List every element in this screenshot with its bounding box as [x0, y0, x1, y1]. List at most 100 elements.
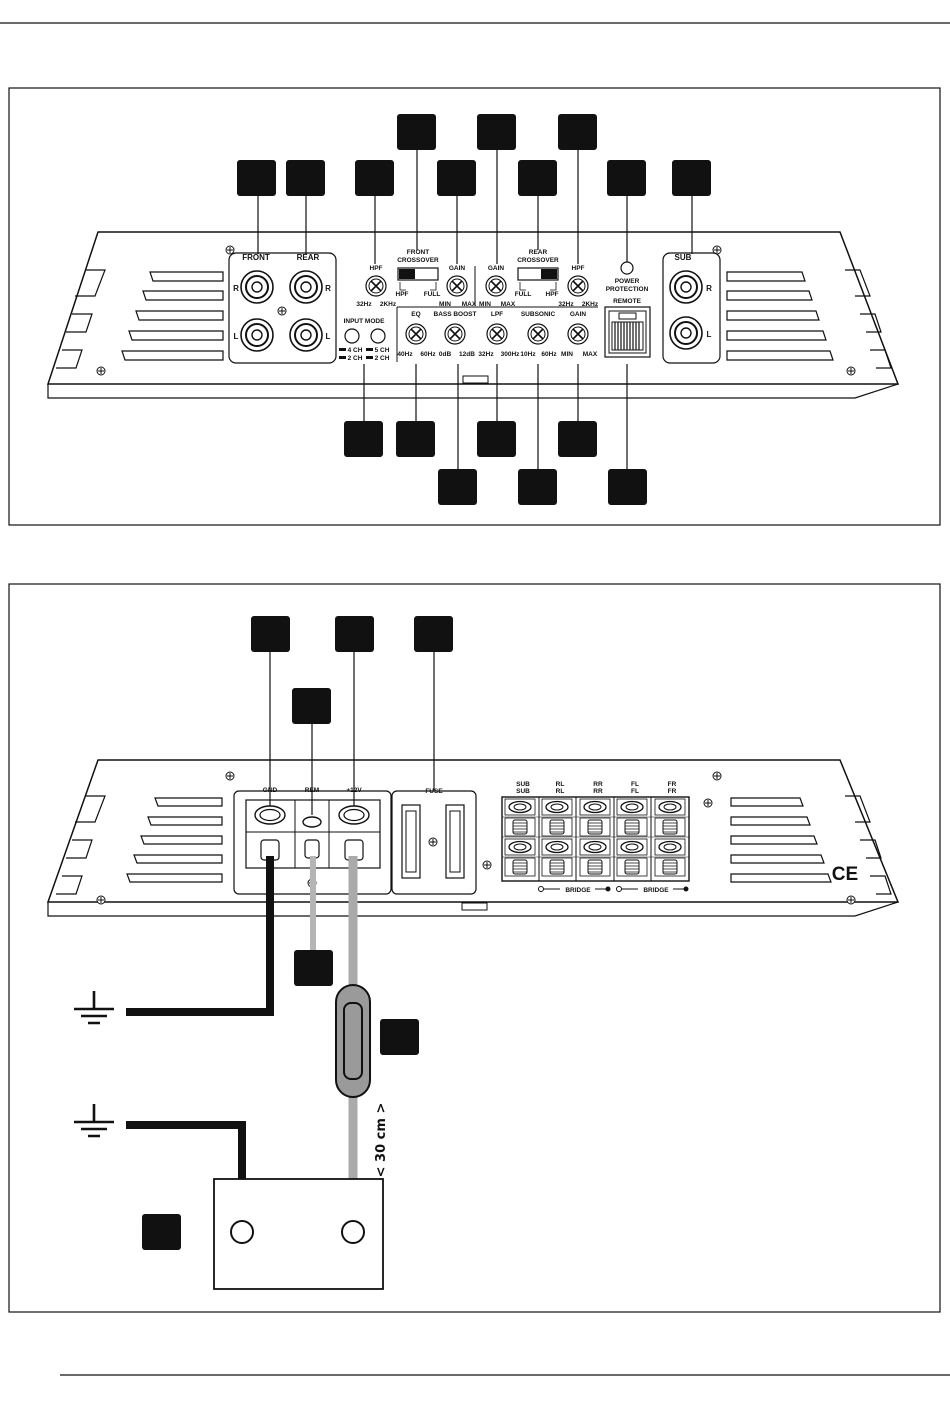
- callout-box: [437, 160, 476, 196]
- svg-text:HPF: HPF: [546, 291, 559, 298]
- svg-text:GAIN: GAIN: [449, 265, 466, 272]
- distance-label: < 30 cm >: [374, 1103, 389, 1178]
- speaker-column-fl[interactable]: FL FL: [616, 781, 648, 877]
- svg-text:2KHz: 2KHz: [582, 301, 599, 308]
- rca-front-l[interactable]: [240, 318, 274, 352]
- fuse-slot-left[interactable]: [401, 804, 421, 879]
- battery: [213, 1178, 384, 1290]
- svg-text:BRIDGE: BRIDGE: [565, 887, 591, 894]
- hpf-front-knob[interactable]: HPF 32Hz 2KHz: [356, 265, 396, 308]
- gain-rear-knob[interactable]: GAIN MIN MAX: [479, 265, 516, 308]
- callout-box: [251, 616, 290, 652]
- callout-box: [518, 469, 557, 505]
- svg-text:SUB: SUB: [516, 788, 530, 795]
- callout-box: [672, 160, 711, 196]
- svg-text:300Hz: 300Hz: [501, 351, 521, 358]
- callout-box: [142, 1214, 181, 1250]
- panel-2-frame: [8, 583, 941, 1313]
- speaker-column-fr[interactable]: FR FR: [654, 781, 686, 877]
- remote-port[interactable]: REMOTE: [604, 298, 651, 358]
- front-l-label: L: [234, 332, 239, 341]
- speaker-column-rr[interactable]: RR RR: [579, 781, 611, 877]
- callout-box: [438, 469, 477, 505]
- callout-box: [355, 160, 394, 196]
- callout-box: [607, 160, 646, 196]
- callout-box: [292, 688, 331, 724]
- callout-box: [335, 616, 374, 652]
- subsonic-knob[interactable]: SUBSONIC 10Hz 60Hz: [520, 311, 557, 358]
- speaker-column-sub[interactable]: SUB SUB: [504, 781, 536, 877]
- front-label: FRONT: [242, 253, 270, 262]
- callout-box: [477, 421, 516, 457]
- eq-knob[interactable]: EQ 40Hz 60Hz: [397, 311, 436, 358]
- svg-text:REMOTE: REMOTE: [613, 298, 641, 305]
- svg-text:RR: RR: [593, 788, 603, 795]
- rca-rear-r[interactable]: [289, 270, 323, 304]
- svg-text:PROTECTION: PROTECTION: [606, 286, 649, 293]
- callout-box: [237, 160, 276, 196]
- svg-text:POWER: POWER: [615, 278, 640, 285]
- svg-text:32Hz: 32Hz: [356, 301, 372, 308]
- svg-text:32Hz: 32Hz: [558, 301, 574, 308]
- gain-front-knob[interactable]: GAIN MIN MAX: [439, 265, 477, 308]
- svg-text:60Hz: 60Hz: [541, 351, 557, 358]
- gain-sub-knob[interactable]: GAIN MIN MAX: [561, 311, 598, 358]
- callout-box: [414, 616, 453, 652]
- callout-box: [608, 469, 647, 505]
- rear-crossover-switch[interactable]: REAR CROSSOVER FULL HPF: [515, 249, 559, 298]
- svg-text:LPF: LPF: [491, 311, 503, 318]
- speaker-column-rl[interactable]: RL RL: [541, 781, 573, 877]
- bridge-indicator-1: BRIDGE: [538, 886, 611, 894]
- callout-box: [380, 1019, 419, 1055]
- fuse-slot-right[interactable]: [445, 804, 465, 879]
- svg-text:SUBSONIC: SUBSONIC: [521, 311, 556, 318]
- callout-box: [344, 421, 383, 457]
- svg-text:2 CH: 2 CH: [348, 355, 363, 362]
- svg-text:CROSSOVER: CROSSOVER: [397, 257, 439, 264]
- rca-rear-l[interactable]: [289, 318, 323, 352]
- svg-text:FR: FR: [668, 781, 677, 788]
- svg-text:BASS BOOST: BASS BOOST: [434, 311, 477, 318]
- front-r-label: R: [233, 284, 239, 293]
- ce-mark: CE: [832, 864, 858, 885]
- svg-text:5 CH: 5 CH: [375, 347, 390, 354]
- rem-terminal[interactable]: [302, 816, 322, 859]
- speaker-terminal-block: SUB SUB RL RL RR RR FL FL: [501, 781, 690, 894]
- sub-l-label: L: [707, 330, 712, 339]
- rca-sub-l[interactable]: [669, 316, 703, 350]
- ground-wire: [126, 856, 274, 1016]
- rear-label: REAR: [297, 253, 320, 262]
- svg-text:GAIN: GAIN: [488, 265, 505, 272]
- svg-text:2 CH: 2 CH: [375, 355, 390, 362]
- hpf-rear-knob[interactable]: HPF 32Hz 2KHz: [558, 265, 598, 308]
- panel-2-callouts: [142, 616, 453, 1250]
- callout-box: [294, 950, 333, 986]
- svg-text:FL: FL: [631, 788, 639, 795]
- callout-box: [518, 160, 557, 196]
- panel-1-callouts: [237, 114, 711, 505]
- lpf-knob[interactable]: LPF 32Hz 300Hz: [478, 311, 520, 358]
- svg-text:40Hz: 40Hz: [397, 351, 413, 358]
- sub-r-label: R: [706, 284, 712, 293]
- svg-text:MAX: MAX: [583, 351, 598, 358]
- svg-text:MAX: MAX: [501, 301, 516, 308]
- svg-text:SUB: SUB: [516, 781, 530, 788]
- svg-text:FL: FL: [631, 781, 639, 788]
- rca-sub-r[interactable]: [669, 270, 703, 304]
- input-mode-switches[interactable]: INPUT MODE 4 CH 2 CH 5 CH 2 CH: [339, 318, 390, 362]
- sub-label: SUB: [675, 253, 692, 262]
- svg-text:MIN: MIN: [479, 301, 491, 308]
- svg-text:12dB: 12dB: [459, 351, 475, 358]
- svg-text:RR: RR: [593, 781, 603, 788]
- bass-boost-knob[interactable]: BASS BOOST 0dB 12dB: [434, 311, 477, 358]
- svg-text:GAIN: GAIN: [570, 311, 587, 318]
- callout-box: [286, 160, 325, 196]
- svg-text:FULL: FULL: [424, 291, 441, 298]
- rca-front-r[interactable]: [240, 270, 274, 304]
- power-protection-led: POWER PROTECTION: [606, 261, 649, 293]
- front-crossover-switch[interactable]: FRONT CROSSOVER HPF FULL: [396, 249, 441, 298]
- svg-text:MIN: MIN: [561, 351, 573, 358]
- plus12v-terminal[interactable]: [338, 805, 370, 861]
- rear-r-label: R: [325, 284, 331, 293]
